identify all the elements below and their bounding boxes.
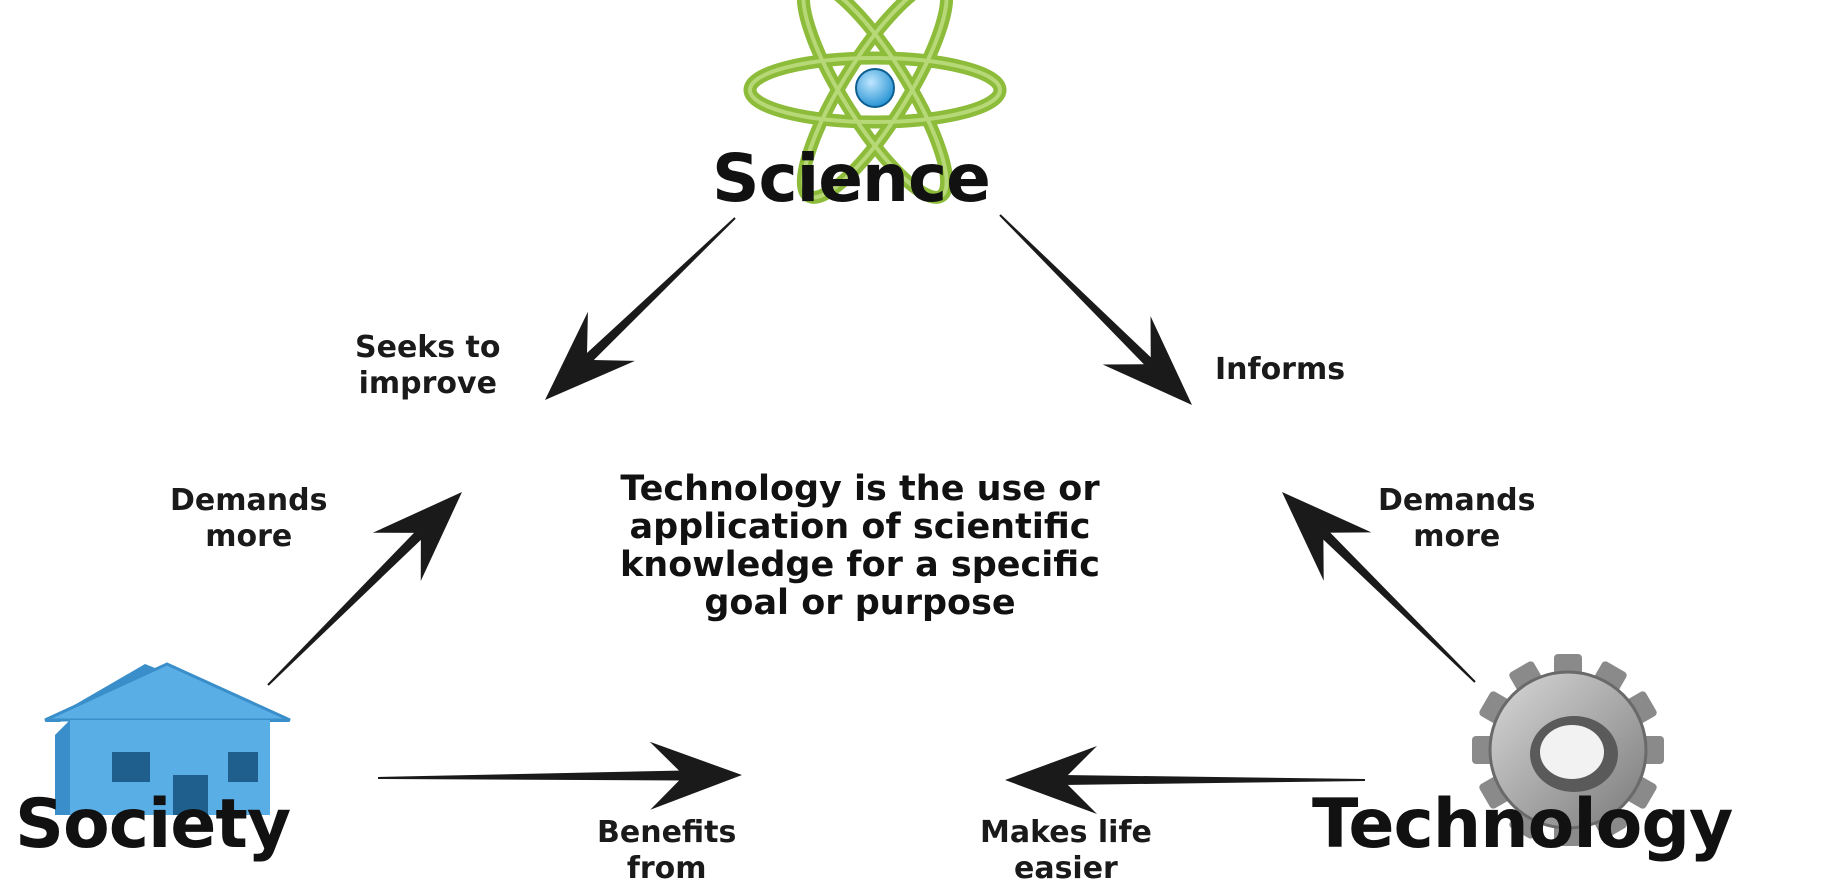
- definition-line: goal or purpose: [704, 583, 1016, 623]
- definition-line: knowledge for a specific: [620, 545, 1100, 585]
- arrow-head: [372, 492, 462, 581]
- edge-label-makes-life-easier: Makes life easier: [980, 815, 1152, 887]
- house-icon: [44, 662, 291, 815]
- arrow-shaft: [377, 770, 685, 781]
- edge-label-line: from: [626, 851, 707, 886]
- arrow-shaft: [999, 214, 1155, 368]
- edge-label-line: improve: [358, 366, 497, 401]
- edge-label-line: Demands: [1378, 483, 1536, 518]
- edge-label-line: Demands: [170, 483, 328, 518]
- society-label: Society: [15, 785, 291, 864]
- edge-label-line: Seeks to: [355, 330, 501, 365]
- arrow-society-benefits: [377, 741, 742, 810]
- arrow-society-demands: [267, 492, 462, 686]
- edge-label-line: Makes life: [980, 815, 1152, 850]
- arrow-head: [649, 741, 742, 810]
- definition-line: application of scientific: [629, 507, 1091, 547]
- edge-label-line: more: [1413, 519, 1501, 554]
- definition-text: Technology is the use or application of …: [540, 470, 1180, 622]
- arrow-science-to-technology: [999, 214, 1192, 405]
- arrow-head: [545, 311, 635, 400]
- arrow-technology-demands: [1282, 492, 1476, 683]
- arrow-shaft: [267, 529, 425, 686]
- gear-icon: [1472, 654, 1664, 846]
- edge-label-demands-more-right: Demands more: [1378, 483, 1535, 555]
- science-label: Science: [712, 140, 991, 217]
- edge-label-line: Informs: [1215, 352, 1346, 387]
- definition-line: Technology is the use or: [620, 469, 1100, 509]
- edge-label-informs: Informs: [1215, 352, 1345, 388]
- arrow-shaft: [1319, 529, 1476, 683]
- edge-label-line: easier: [1013, 851, 1118, 886]
- edge-label-line: Benefits: [597, 815, 737, 850]
- arrow-shaft: [1063, 775, 1365, 785]
- arrow-technology-makes-life-easier: [1005, 746, 1365, 814]
- arrow-head: [1005, 746, 1097, 814]
- arrows-layer: [267, 214, 1476, 814]
- atom-icon: [743, 0, 1007, 204]
- edge-label-line: more: [205, 519, 293, 554]
- edge-label-demands-more-left: Demands more: [170, 483, 327, 555]
- arrow-head: [1282, 492, 1372, 581]
- edge-label-benefits-from: Benefits from: [597, 815, 736, 887]
- arrow-shaft: [583, 217, 736, 364]
- technology-label: Technology: [1312, 785, 1733, 864]
- arrow-science-to-society: [545, 217, 736, 400]
- edge-label-seeks-to-improve: Seeks to improve: [355, 330, 501, 402]
- arrow-head: [1102, 316, 1192, 405]
